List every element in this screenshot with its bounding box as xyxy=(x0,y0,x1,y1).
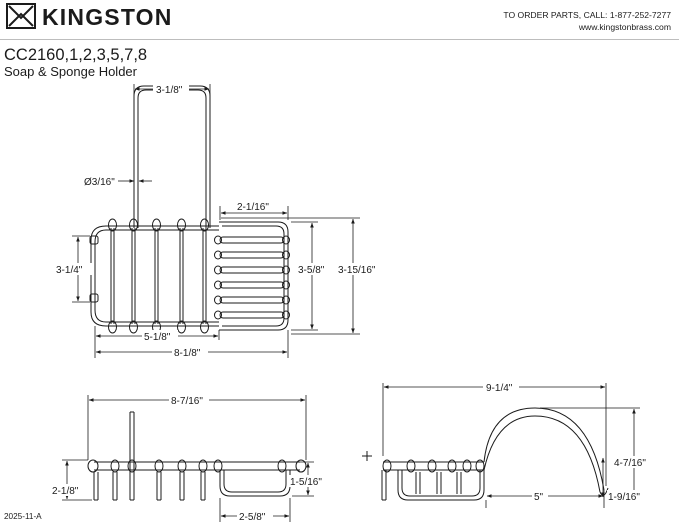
handle-loop xyxy=(133,85,211,228)
website-link[interactable]: www.kingstonbrass.com xyxy=(578,22,671,32)
dim-side-total-height: 4-7/16" xyxy=(614,458,646,469)
dim-total-height: 3-15/16" xyxy=(338,265,376,276)
front-view xyxy=(87,411,307,501)
document-number: 2025-11-A xyxy=(4,512,42,521)
dim-side-total-length: 9-1/4" xyxy=(486,383,513,394)
header: KINGSTON TO ORDER PARTS, CALL: 1-877-252… xyxy=(0,0,679,40)
dim-wire-diameter: Ø3/16" xyxy=(84,177,115,188)
dim-tray-height: 1-9/16" xyxy=(608,492,640,503)
dim-total-length: 8-1/8" xyxy=(174,348,201,359)
dim-inner-length: 5-1/8" xyxy=(144,332,171,343)
dim-front-basket-depth: 1-5/16" xyxy=(290,477,322,488)
dim-front-total-length: 8-7/16" xyxy=(171,396,203,407)
model-number: CC2160,1,2,3,5,7,8 xyxy=(4,46,148,64)
front-rod-caps xyxy=(110,459,223,473)
rod-caps xyxy=(108,218,209,334)
side-tray xyxy=(397,470,485,501)
order-info: TO ORDER PARTS, CALL: 1-877-252-7277 www… xyxy=(503,9,671,33)
product-name: Soap & Sponge Holder xyxy=(4,64,137,79)
front-basket xyxy=(219,459,291,497)
front-rods xyxy=(93,411,206,501)
dim-basket-height: 3-5/8" xyxy=(298,265,325,276)
top-view-labels: 3-1/8" Ø3/16" 2-1/16" 3-1/4" 3-5/8" 3-15… xyxy=(56,83,380,359)
dim-front-basket-width: 2-5/8" xyxy=(239,512,266,523)
rods xyxy=(110,228,207,324)
center-mark xyxy=(362,451,372,461)
dim-basket-width: 2-1/16" xyxy=(237,202,269,213)
side-view-dimensions xyxy=(382,383,640,508)
order-phone: TO ORDER PARTS, CALL: 1-877-252-7277 xyxy=(503,10,671,20)
dim-left-height: 3-1/4" xyxy=(56,265,83,276)
dim-hook-height: 2-1/8" xyxy=(52,486,79,497)
front-view-dimensions xyxy=(62,395,314,522)
side-view-labels: 9-1/4" 4-7/16" 5" 1-9/16" xyxy=(483,381,655,503)
front-view-labels: 8-7/16" 2-1/8" 1-5/16" 2-5/8" xyxy=(52,394,326,523)
main-frame xyxy=(89,218,219,334)
dim-tray-length: 5" xyxy=(534,492,544,503)
header-divider xyxy=(0,39,679,40)
side-rod-caps xyxy=(406,459,485,473)
basket-rungs xyxy=(219,236,285,319)
brand-name: KINGSTON xyxy=(42,4,173,30)
basket-rung-caps xyxy=(214,235,290,320)
dim-handle-width: 3-1/8" xyxy=(156,85,183,96)
side-view xyxy=(362,407,609,501)
kingston-crown-logo-icon xyxy=(6,3,36,29)
soap-basket xyxy=(214,221,290,331)
